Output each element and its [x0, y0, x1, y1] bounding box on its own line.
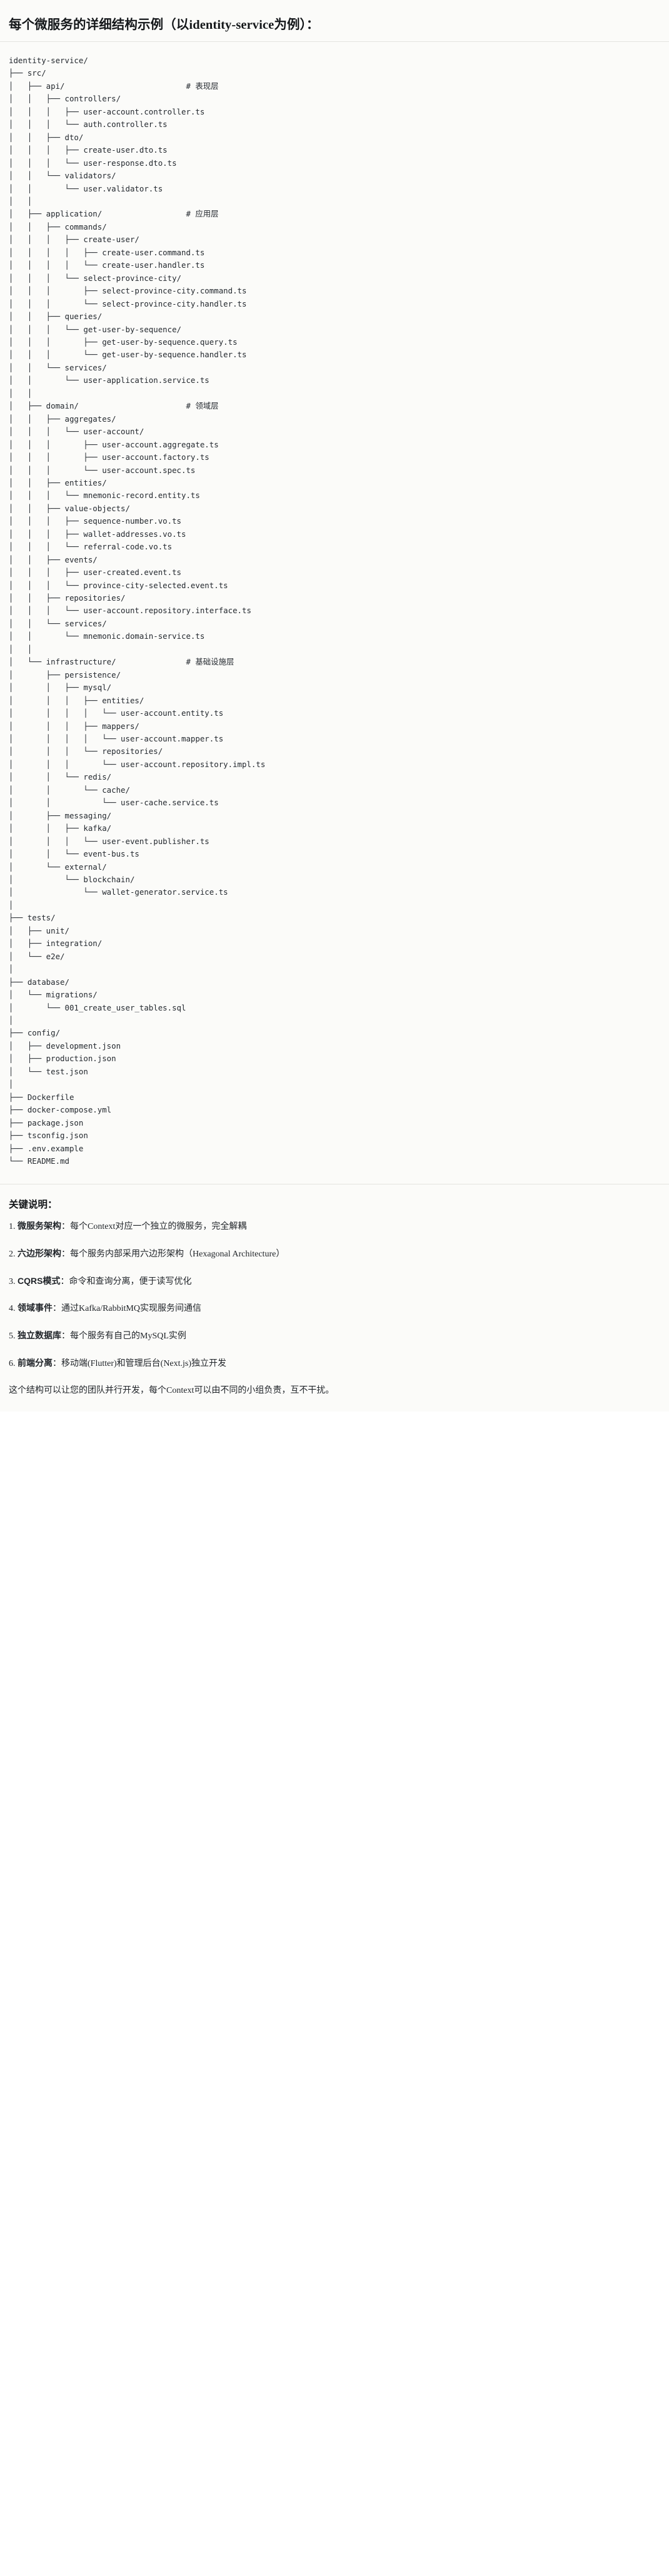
key-note-term: 微服务架构 [18, 1221, 61, 1231]
key-note-description: 每个服务内部采用六边形架构（Hexagonal Architecture） [70, 1250, 285, 1260]
key-note-item: 领域事件：通过Kafka/RabbitMQ实现服务间通信 [9, 1301, 660, 1316]
key-note-separator: ： [60, 1275, 69, 1286]
key-note-description: 移动端(Flutter)和管理后台(Next.js)独立开发 [61, 1358, 227, 1368]
directory-tree-text: identity-service/ ├── src/ │ ├── api/ # … [9, 56, 266, 1166]
key-note-separator: ： [61, 1221, 70, 1231]
key-notes-title: 关键说明： [9, 1199, 58, 1211]
key-note-description: 命令和查询分离，便于读写优化 [69, 1276, 192, 1286]
key-note-item: 前端分离：移动端(Flutter)和管理后台(Next.js)独立开发 [9, 1357, 660, 1371]
key-note-item: 六边形架构：每个服务内部采用六边形架构（Hexagonal Architectu… [9, 1247, 660, 1261]
key-note-item: 微服务架构：每个Context对应一个独立的微服务，完全解耦 [9, 1219, 660, 1234]
key-notes-section: 关键说明： 微服务架构：每个Context对应一个独立的微服务，完全解耦六边形架… [0, 1184, 669, 1412]
page-title: 每个微服务的详细结构示例（以identity-service为例）： [9, 18, 319, 32]
key-note-description: 每个服务有自己的MySQL实例 [70, 1331, 186, 1341]
key-note-term: 领域事件 [18, 1303, 53, 1313]
key-note-term: 六边形架构 [18, 1248, 61, 1259]
document-header: 每个微服务的详细结构示例（以identity-service为例）： [0, 0, 669, 42]
closing-paragraph: 这个结构可以让您的团队并行开发，每个Context可以由不同的小组负责，互不干扰… [9, 1385, 334, 1395]
key-note-separator: ： [53, 1357, 61, 1368]
key-note-description: 通过Kafka/RabbitMQ实现服务间通信 [61, 1304, 201, 1314]
key-note-term: 前端分离 [18, 1357, 53, 1368]
key-note-separator: ： [61, 1330, 70, 1341]
key-note-description: 每个Context对应一个独立的微服务，完全解耦 [70, 1222, 247, 1232]
key-notes-list: 微服务架构：每个Context对应一个独立的微服务，完全解耦六边形架构：每个服务… [9, 1219, 660, 1370]
directory-tree-block: identity-service/ ├── src/ │ ├── api/ # … [0, 42, 669, 1185]
key-note-term: 独立数据库 [18, 1330, 61, 1341]
directory-tree: identity-service/ ├── src/ │ ├── api/ # … [9, 54, 660, 1168]
key-note-item: CQRS模式：命令和查询分离，便于读写优化 [9, 1275, 660, 1289]
key-note-separator: ： [61, 1248, 70, 1259]
key-note-item: 独立数据库：每个服务有自己的MySQL实例 [9, 1329, 660, 1343]
key-note-term: CQRS模式 [18, 1275, 61, 1286]
key-note-separator: ： [53, 1303, 61, 1313]
document-page: 每个微服务的详细结构示例（以identity-service为例）： ident… [0, 0, 669, 1412]
